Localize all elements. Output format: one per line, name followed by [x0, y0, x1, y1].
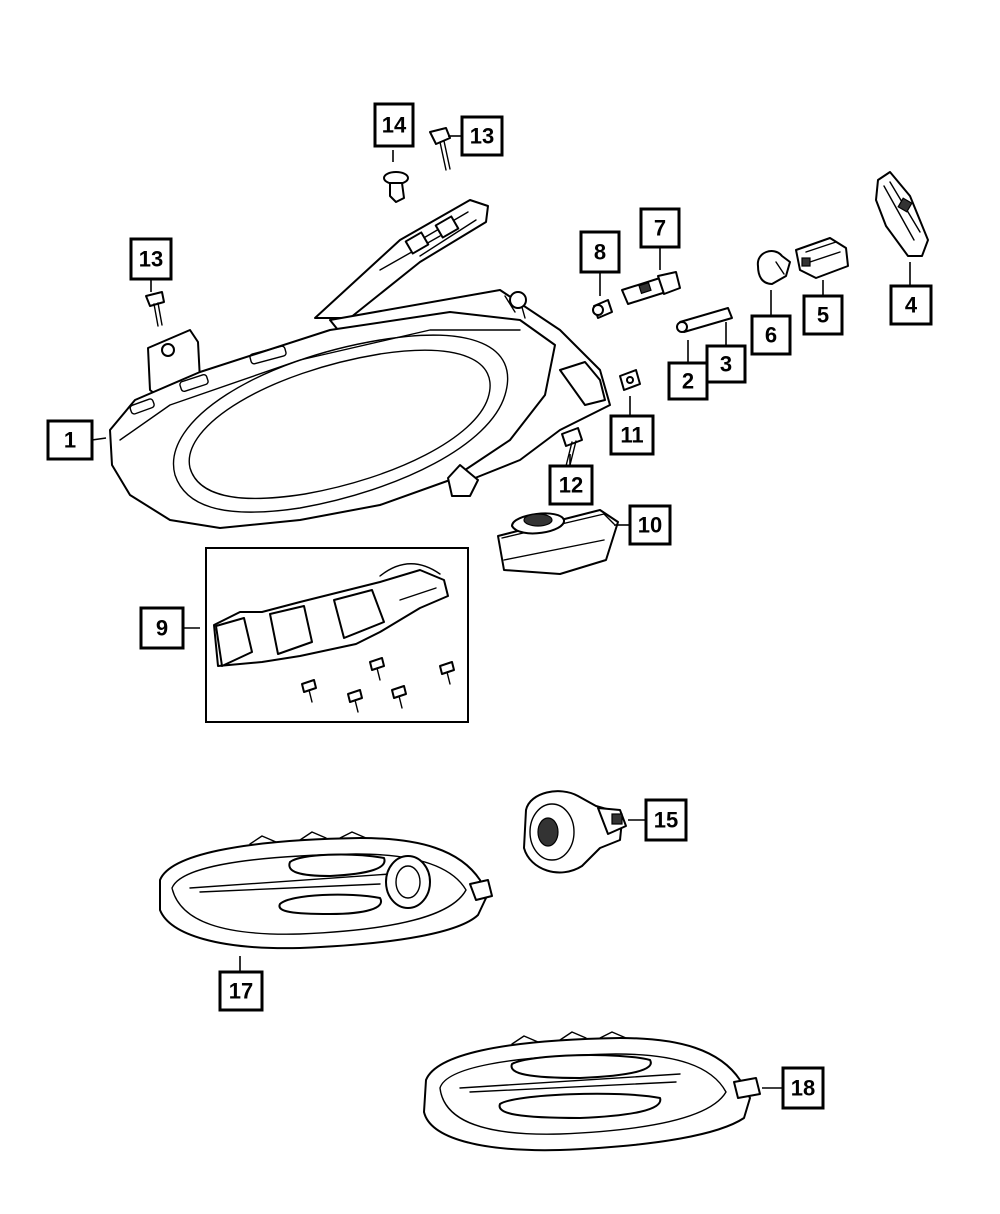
fog-bezel-18 — [423, 1031, 761, 1152]
callout-9-label: 9 — [156, 616, 168, 641]
callout-1: 1 — [46, 419, 94, 461]
callout-6-label: 6 — [765, 323, 777, 348]
callout-5-label: 5 — [817, 303, 829, 328]
bulb-2-3 — [676, 307, 733, 333]
callout-7: 7 — [639, 207, 681, 249]
callout-13-top-label: 13 — [470, 124, 494, 149]
bracket-kit-9 — [205, 547, 469, 723]
callout-8-label: 8 — [594, 240, 606, 265]
leader-lines — [91, 135, 911, 1089]
kit-frame — [205, 547, 469, 723]
callout-10-label: 10 — [638, 513, 662, 538]
callout-6: 6 — [750, 314, 792, 356]
kit-screws — [301, 657, 455, 713]
callout-13-top: 13 — [460, 115, 504, 157]
bulb-6 — [756, 250, 791, 285]
side-marker-4 — [875, 171, 929, 257]
callout-4: 4 — [889, 284, 933, 326]
callout-17-label: 17 — [229, 979, 253, 1004]
callout-3: 3 — [705, 344, 747, 384]
bolt-12 — [561, 427, 583, 467]
callout-13-left-label: 13 — [139, 247, 163, 272]
callout-8: 8 — [579, 230, 621, 274]
fog-bezel-17 — [159, 831, 493, 950]
push-pin-14 — [383, 171, 409, 203]
callout-11: 11 — [609, 414, 655, 456]
callout-2: 2 — [667, 361, 709, 401]
callout-13-left: 13 — [129, 237, 173, 281]
callout-15: 15 — [644, 798, 688, 842]
bolt-13b — [145, 291, 165, 327]
bolt-13a — [429, 127, 451, 171]
callout-4-label: 4 — [905, 293, 918, 318]
callout-12: 12 — [548, 464, 594, 506]
fog-lamp-15 — [523, 790, 627, 874]
callout-9: 9 — [139, 606, 185, 650]
bulb-8 — [592, 299, 613, 319]
callout-10: 10 — [628, 504, 672, 546]
callout-14-label: 14 — [382, 113, 407, 138]
callout-12-label: 12 — [559, 473, 583, 498]
callout-3-label: 3 — [720, 352, 732, 377]
socket-5 — [795, 237, 849, 279]
clip-nut-11 — [619, 369, 641, 391]
callout-17: 17 — [218, 970, 264, 1012]
callout-18-label: 18 — [791, 1076, 815, 1101]
headlamp-assembly — [109, 199, 611, 529]
callout-2-label: 2 — [682, 369, 694, 394]
callout-11-label: 11 — [620, 423, 643, 448]
socket-7 — [621, 271, 681, 305]
callout-15-label: 15 — [654, 808, 678, 833]
ballast-module-10 — [497, 509, 619, 575]
callout-5: 5 — [802, 294, 844, 336]
callout-18: 18 — [781, 1066, 825, 1110]
callout-7-label: 7 — [654, 216, 666, 241]
callout-14: 14 — [373, 102, 415, 148]
callout-1-label: 1 — [64, 428, 76, 453]
